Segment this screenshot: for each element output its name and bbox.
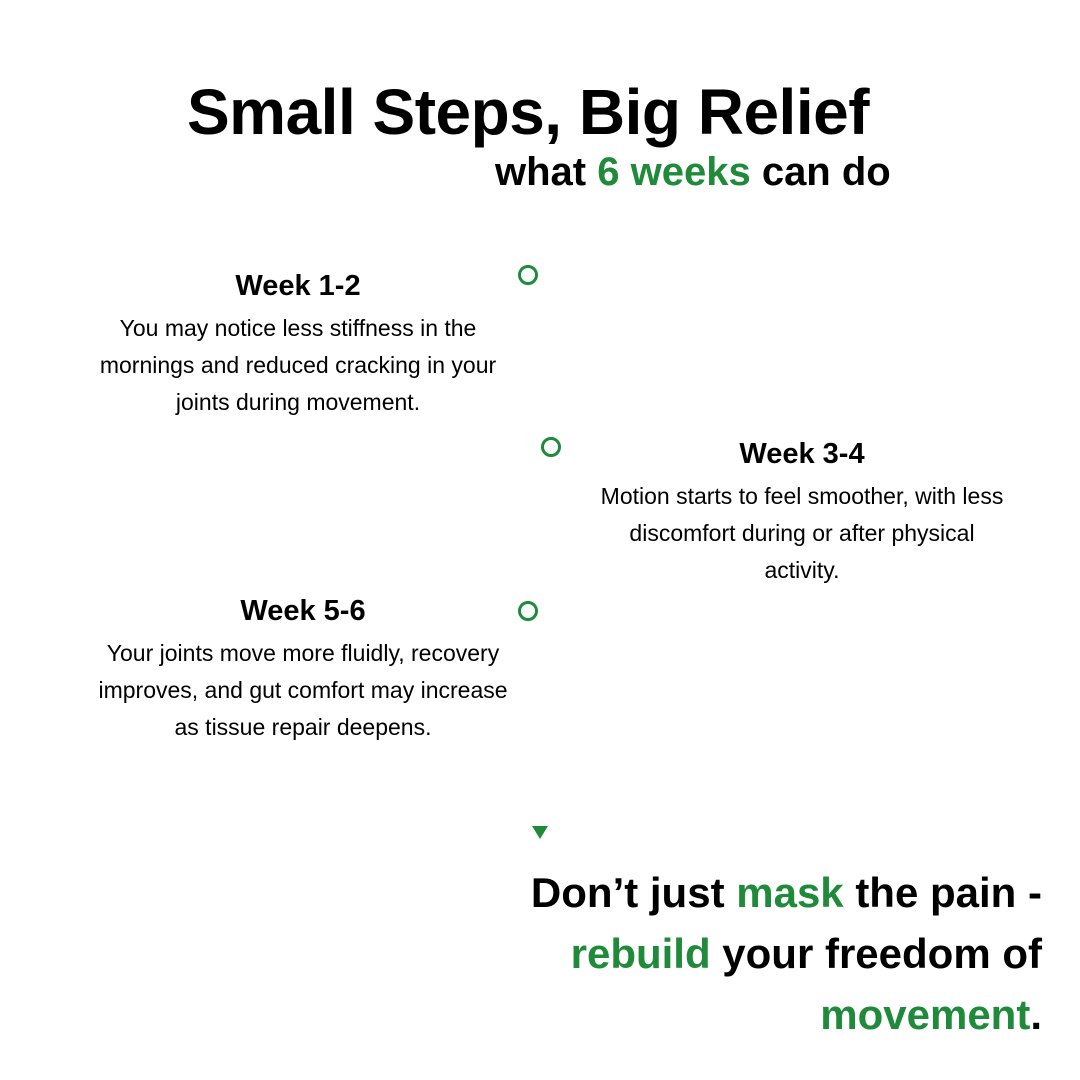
week-description: Your joints move more fluidly, recovery …	[98, 640, 508, 740]
cta-line-3: movement.	[422, 984, 1042, 1045]
week-title: Week 5-6	[240, 595, 366, 627]
cta-text: Don’t just	[530, 869, 737, 916]
subtitle-suffix: can do	[750, 150, 891, 194]
cta-line-2: rebuild your freedom of	[422, 923, 1042, 984]
week-description: You may notice less stiffness in the mor…	[99, 315, 497, 415]
cta-highlight: movement	[820, 991, 1031, 1038]
timeline-item-week-3-4: Week 3-4 Motion starts to feel smoother,…	[600, 436, 1004, 589]
timeline-item-week-1-2: Week 1-2 You may notice less stiffness i…	[98, 268, 498, 421]
timeline-marker-week-1-2	[518, 265, 538, 285]
timeline-item-week-5-6: Week 5-6 Your joints move more fluidly, …	[98, 593, 508, 746]
cta-text: your freedom of	[710, 930, 1042, 977]
page-subtitle: what 6 weeks can do	[495, 148, 1015, 196]
subtitle-highlight: 6 weeks	[597, 150, 751, 194]
cta-text: .	[1030, 991, 1042, 1038]
week-description: Motion starts to feel smoother, with les…	[600, 483, 1004, 583]
week-title: Week 1-2	[235, 270, 361, 302]
cta-line-1: Don’t just mask the pain -	[422, 862, 1042, 923]
subtitle-prefix: what	[495, 150, 598, 194]
timeline-marker-week-3-4	[541, 437, 561, 457]
cta-text: the pain -	[843, 869, 1042, 916]
week-title: Week 3-4	[739, 438, 865, 470]
cta-highlight: rebuild	[570, 930, 711, 977]
page-title: Small Steps, Big Relief	[186, 76, 870, 148]
timeline-arrowhead	[532, 826, 548, 839]
cta-highlight: mask	[736, 869, 844, 916]
timeline-marker-week-5-6	[518, 601, 538, 621]
call-to-action: Don’t just mask the pain - rebuild your …	[422, 862, 1042, 1045]
